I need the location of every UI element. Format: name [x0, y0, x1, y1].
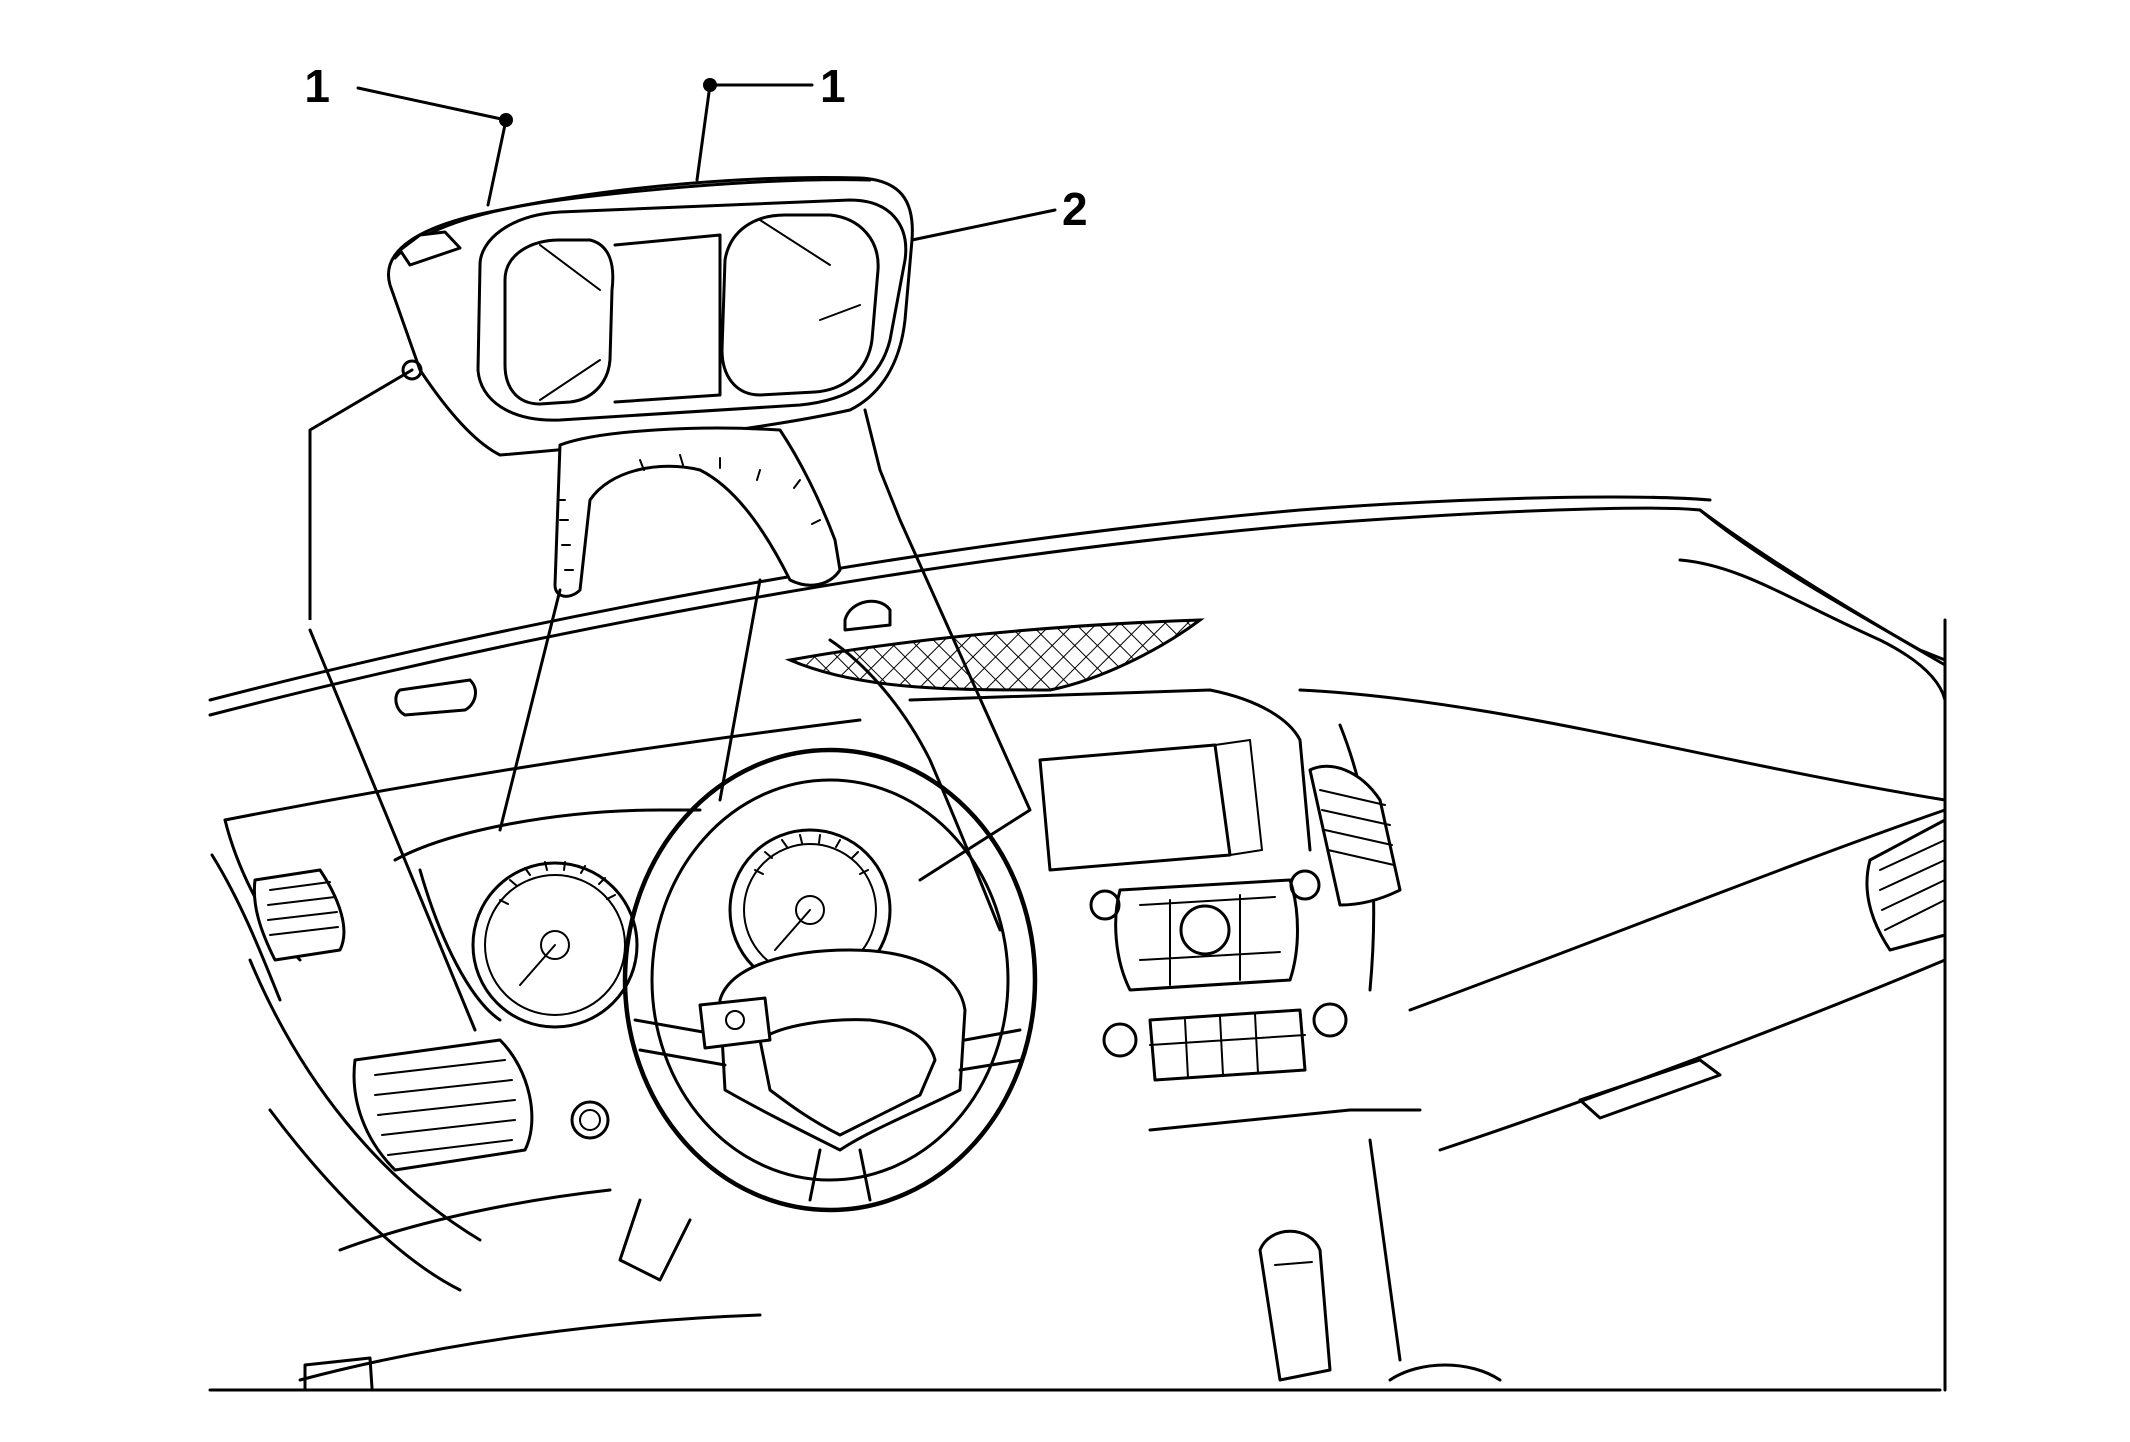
alignment-lines: [308, 368, 1032, 1032]
defrost-grille: [784, 618, 1205, 692]
gauge-ticks: [499, 834, 869, 905]
callout-label-1-right: 1: [820, 60, 846, 112]
steering-switch-left: [698, 996, 772, 1050]
callout-1-right: 1: [695, 60, 846, 182]
callout-label-1-left: 1: [304, 60, 330, 112]
display-screen: [1038, 743, 1232, 872]
instrument-cluster: [387, 175, 914, 598]
tachometer-gauge: [471, 861, 639, 1029]
callout-label-2: 2: [1062, 183, 1088, 235]
center-stack: [784, 599, 1502, 1382]
dashboard: [208, 495, 1947, 1392]
steering-wheel: [618, 747, 1038, 1282]
callout-1-left: 1: [304, 60, 513, 207]
callout-2: 2: [910, 183, 1088, 242]
gear-shifter: [1258, 1229, 1332, 1382]
